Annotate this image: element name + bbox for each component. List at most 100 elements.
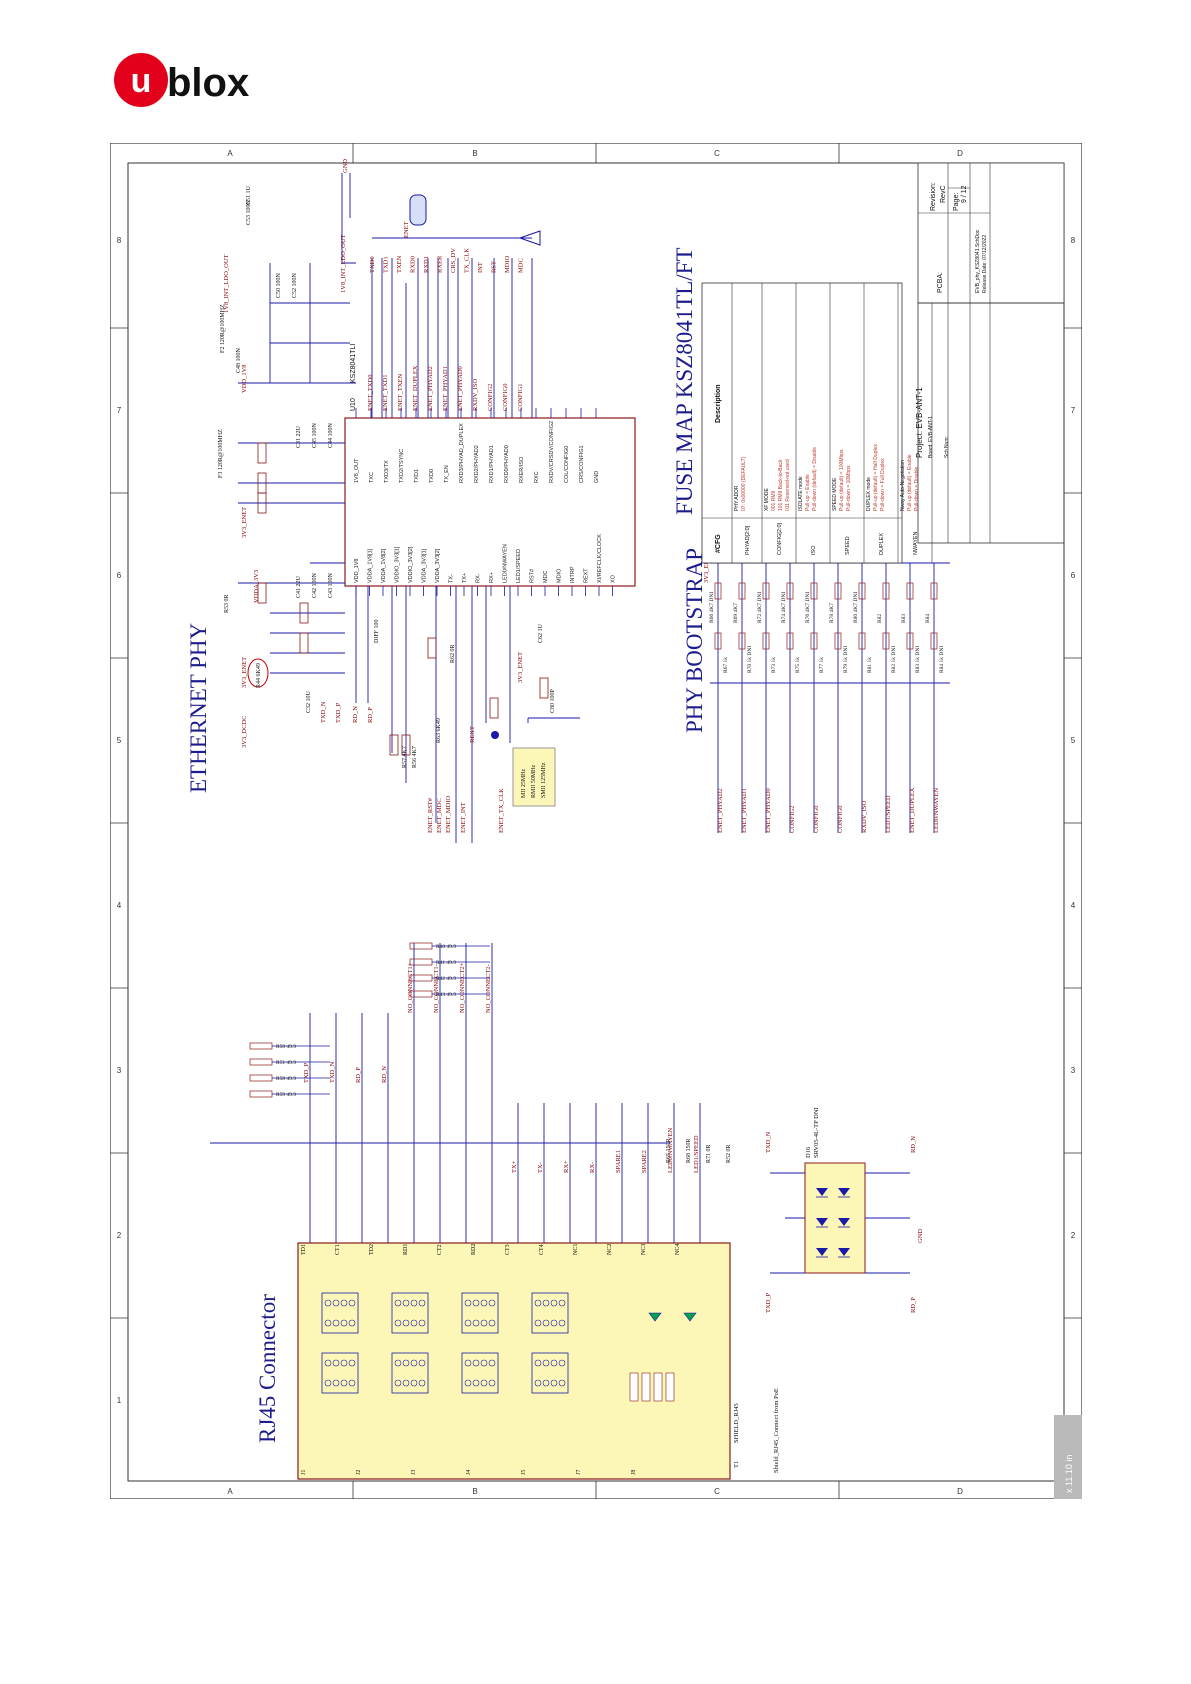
coil-turn <box>464 1299 472 1307</box>
coil-turn <box>534 1299 542 1307</box>
net-enet-tx-clk: ENET_TX_CLK <box>498 788 505 833</box>
phy-pin-label-right: COL/CONFIG0 <box>564 446 570 483</box>
zone-number-4: 4 <box>117 901 122 910</box>
passive-label: R57 4K7 <box>402 746 408 768</box>
rj45-resistor-label: R52 0R <box>726 1144 732 1163</box>
bootstrap-3v3: 3V3_ENET <box>703 552 710 583</box>
coil-turn <box>488 1319 496 1327</box>
phy-signal-label: ENET_TXD1 <box>382 375 389 411</box>
bootstrap-resistor-pulldown <box>714 632 722 650</box>
coil-turn <box>534 1319 542 1327</box>
logo-text: blox <box>167 61 249 105</box>
bootstrap-r1-label: R74 4K7 DNI <box>781 592 787 623</box>
fuse-cfg-5: NWAYEN <box>913 531 919 555</box>
bus-signal-label: TX_CLK <box>464 248 471 273</box>
coil-turn <box>402 1299 410 1307</box>
zone-letter-b-bottom: B <box>472 1487 477 1496</box>
bootstrap-resistor-pullup <box>882 582 890 600</box>
test-point <box>491 731 499 739</box>
tb-project: Project: EVB-ANT-1 <box>915 387 924 458</box>
tb-sch-num-label: Sch Num: <box>944 436 950 458</box>
zone-number-8-right: 8 <box>1071 236 1076 245</box>
passive-label: R56 4K7 <box>412 746 418 768</box>
r53-highlight <box>247 658 269 688</box>
bob-smith-resistor <box>641 1372 651 1402</box>
net-3v3-enet-2: 3V3_ENET <box>241 657 248 688</box>
bootstrap-resistor-pulldown <box>738 632 746 650</box>
phy-pin-label-left: VDDA_1V8[2] <box>381 548 387 583</box>
tvs-diode <box>816 1218 828 1226</box>
bootstrap-r2-label: R82 1k DNI <box>891 646 897 673</box>
bootstrap-r2-label: R83 1k DNI <box>915 646 921 673</box>
phy-signal-label: ENET_DUPLEX <box>412 365 419 411</box>
passive-label: R44 6K49 <box>256 663 262 688</box>
phy-pin-label-left: VDDA_3V3[2] <box>435 548 441 583</box>
tvs-d16 <box>804 1162 866 1274</box>
passive-label: C44 100N <box>328 422 334 448</box>
bootstrap-resistor-pullup <box>738 582 746 600</box>
tvs-diode <box>838 1248 850 1256</box>
coil-turn <box>324 1379 332 1387</box>
zone-letter-d-bottom: D <box>957 1487 963 1496</box>
rj45-pin-top: RD2 <box>471 1244 477 1255</box>
fuse-desc-line: Pull-down = 10Mbps <box>846 465 852 511</box>
phy-signal-label: ENET_PHYAD0 <box>457 366 464 411</box>
coil-turn <box>550 1359 558 1367</box>
bootstrap-r2-label: R73 1k <box>771 657 777 673</box>
fuse-desc-line: 011 Reserved-not used <box>785 459 791 511</box>
termination-label: R42 49.9 <box>436 976 456 982</box>
rj45-body <box>297 1242 731 1480</box>
phy-pin-label-right: TXD0 <box>429 469 435 483</box>
tvs-wires <box>770 1172 910 1274</box>
net-enet-int: ENET_INT <box>460 802 467 833</box>
passive-label: C45 100N <box>312 422 318 448</box>
rj45-net-label: RX+ <box>563 1160 570 1173</box>
rj45-net-label: TXD_P <box>303 1062 310 1083</box>
rj45-net-label: RX- <box>589 1162 596 1173</box>
phy-pin-label-left: VDDA_3V3[1] <box>422 548 428 583</box>
coil-turn <box>472 1319 480 1327</box>
rj45-wires <box>210 943 701 1243</box>
coil-turn <box>534 1379 542 1387</box>
phy-pin-label-left: REXT <box>584 568 590 583</box>
phy-pin-label-right: RXD3/PHYAD_DUPLEX <box>459 423 465 483</box>
rj45-net-label: NO_CONNECT2- <box>485 964 492 1013</box>
termination-label: R40 49.9 <box>436 944 456 950</box>
passive-label: R63 6K49 <box>436 718 442 743</box>
bob-smith-resistor <box>629 1372 639 1402</box>
phy-pin-label-left: VDDA_1V8[1] <box>368 548 374 583</box>
passive-label: C32 10U <box>306 690 312 713</box>
phy-ref: U10 <box>350 398 357 411</box>
bootstrap-resistor-pulldown <box>762 632 770 650</box>
termination-label: R51 49.9 <box>276 1060 296 1066</box>
zone-number-4-right: 4 <box>1071 901 1076 910</box>
coil-turn <box>488 1299 496 1307</box>
fuse-desc-line: 101 RMII Back-to-Back <box>778 459 784 511</box>
bootstrap-resistor-pullup <box>810 582 818 600</box>
coil-turn <box>332 1319 340 1327</box>
fuse-cfg-3: SPEED <box>845 536 851 555</box>
coil-turn <box>534 1359 542 1367</box>
phy-pin-label-right: RXER/ISO <box>519 456 525 483</box>
coil-turn <box>480 1299 488 1307</box>
tvs-diode <box>816 1248 828 1256</box>
zone-number-7: 7 <box>117 406 122 415</box>
coil-turn <box>410 1319 418 1327</box>
clock-note-box <box>512 747 556 807</box>
phy-pin-label-left: VDD_1V8 <box>354 559 360 583</box>
rj45-resistor-label: R68 150R <box>686 1138 692 1163</box>
coil-turn <box>418 1299 426 1307</box>
rj45-footnote: Shield_RJ45_Connect from PoE <box>773 1388 780 1473</box>
phy-pin-label-right: RXD2/PHYAD2 <box>474 445 480 483</box>
bootstrap-net-label: ENET_PHYAD1 <box>741 788 748 833</box>
rj45-ref: T1 <box>733 1461 740 1468</box>
phy-pin-label-right: RXD1/PHYAD1 <box>489 445 495 483</box>
passive-label: C50 100N <box>276 272 282 298</box>
zone-number-7-right: 7 <box>1071 406 1076 415</box>
bootstrap-r1-label: R66 4K7 DNI <box>709 592 715 623</box>
phy-signal-label: CONFIG0 <box>502 384 509 411</box>
enet-harness-connector <box>409 194 427 226</box>
scale-badge-text: x 11.10 in <box>1064 1455 1074 1493</box>
rj45-net-label: RD_N <box>381 1066 388 1083</box>
rj45-transformer <box>461 1352 499 1394</box>
